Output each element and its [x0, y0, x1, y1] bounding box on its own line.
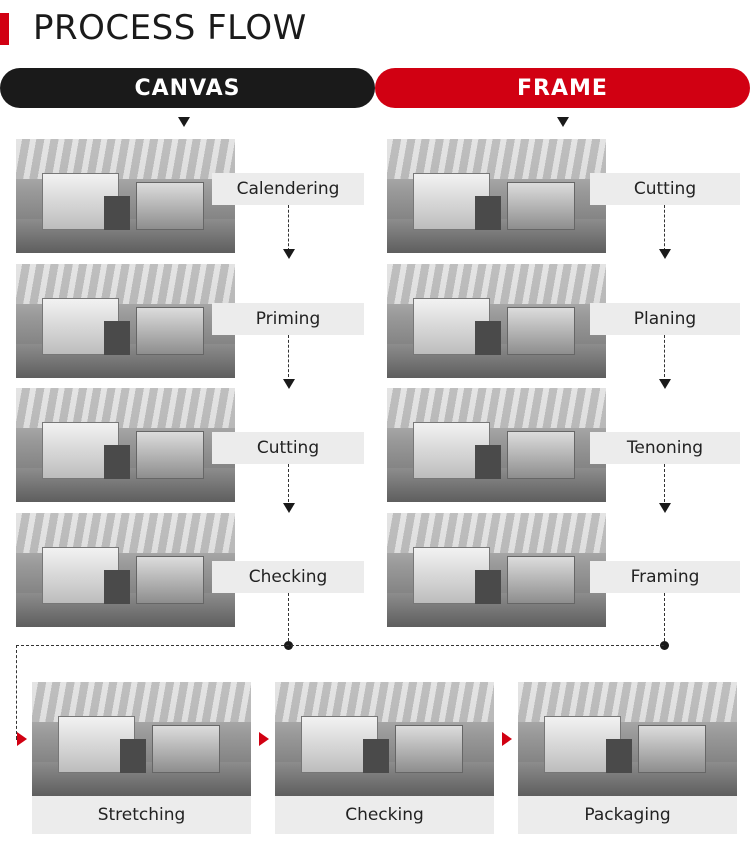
frame-column-header: FRAME	[375, 68, 750, 108]
frame-step-2-label: Planing	[590, 303, 740, 335]
canvas-connector-2-arrow-icon	[283, 379, 295, 389]
canvas-step-4-photo	[16, 513, 235, 627]
frame-step-4-photo	[387, 513, 606, 627]
frame-connector-3-arrow-icon	[659, 503, 671, 513]
frame-step-1-label: Cutting	[590, 173, 740, 205]
canvas-connector-4	[288, 593, 289, 641]
canvas-step-2-photo	[16, 264, 235, 378]
frame-down-arrow-icon	[557, 117, 569, 127]
merge-line	[16, 645, 664, 646]
canvas-step-3-label: Cutting	[212, 432, 364, 464]
canvas-connector-1-arrow-icon	[283, 249, 295, 259]
canvas-column-header: CANVAS	[0, 68, 375, 108]
stretching-arrow-icon	[17, 732, 27, 746]
canvas-connector-3-arrow-icon	[283, 503, 295, 513]
canvas-step-2-label: Priming	[212, 303, 364, 335]
frame-step-4-label: Framing	[590, 561, 740, 593]
frame-connector-1-arrow-icon	[659, 249, 671, 259]
frame-connector-3	[664, 464, 665, 502]
frame-connector-4	[664, 593, 665, 641]
canvas-step-1-photo	[16, 139, 235, 253]
canvas-connector-3	[288, 464, 289, 502]
final-step-3-photo	[518, 682, 737, 796]
packaging-arrow-icon	[502, 732, 512, 746]
frame-step-2-photo	[387, 264, 606, 378]
frame-connector-1	[664, 205, 665, 251]
final-step-1-label: Stretching	[32, 796, 251, 834]
page-title: PROCESS FLOW	[33, 8, 307, 48]
frame-step-1-photo	[387, 139, 606, 253]
frame-connector-2-arrow-icon	[659, 379, 671, 389]
canvas-connector-1	[288, 205, 289, 251]
title-accent-bar	[0, 13, 9, 45]
canvas-step-1-label: Calendering	[212, 173, 364, 205]
frame-step-3-photo	[387, 388, 606, 502]
canvas-step-3-photo	[16, 388, 235, 502]
merge-line-drop	[16, 645, 17, 739]
canvas-connector-2	[288, 335, 289, 377]
final-step-2-label: Checking	[275, 796, 494, 834]
frame-step-3-label: Tenoning	[590, 432, 740, 464]
frame-connector-2	[664, 335, 665, 377]
final-step-3-label: Packaging	[518, 796, 737, 834]
final-step-1-photo	[32, 682, 251, 796]
canvas-down-arrow-icon	[178, 117, 190, 127]
canvas-step-4-label: Checking	[212, 561, 364, 593]
checking-arrow-icon	[259, 732, 269, 746]
final-step-2-photo	[275, 682, 494, 796]
